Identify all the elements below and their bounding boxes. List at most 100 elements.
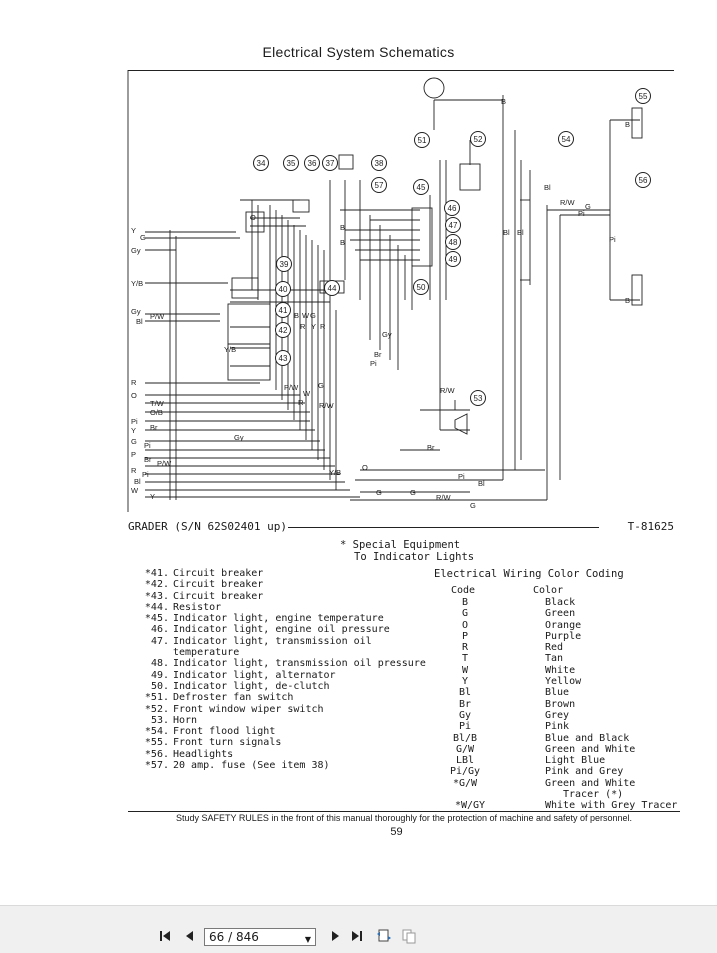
wire-label: Pi [609,235,616,244]
legend-item: *52.Front window wiper switch [144,703,324,715]
footer-rule [128,811,680,812]
wire-label: Y/B [329,468,341,477]
wire-label: Pi [142,470,149,479]
callout-40: 40 [279,285,288,294]
last-page-icon [352,931,362,941]
wire-label: B [501,97,506,106]
caption-rule [288,527,599,528]
wire-label: R [131,466,137,475]
color-column-header: Color [533,585,564,596]
two-page-button[interactable] [400,928,418,944]
callout-53: 53 [474,394,483,403]
special-note-line-2: To Indicator Lights [354,551,475,563]
wire-label: O/B [150,408,163,417]
wire-label: B [625,296,630,305]
page-indicator: 66 / 846 [209,930,259,944]
legend-item: *55.Front turn signals [144,737,282,749]
callout-38: 38 [375,159,384,168]
legend-item: *56.Headlights [144,748,234,760]
wire-label: Gy [234,433,244,442]
header-rule [128,70,674,71]
next-page-button[interactable] [330,928,342,944]
callout-48: 48 [449,238,458,247]
wire-label: G [310,311,316,320]
legend-item: *44.Resistor [144,601,222,613]
legend-item: *41.Circuit breaker [144,568,264,579]
wire-label: W [302,311,310,320]
callout-46: 46 [448,204,457,213]
wire-label: Br [150,423,158,432]
wire-label: P/W [150,312,165,321]
wire-label: G [585,202,591,211]
callout-39: 39 [280,260,289,269]
wire-label: Y [131,226,136,235]
caption-title: GRADER (S/N 62S02401 up) [128,520,287,533]
callout-35: 35 [287,159,296,168]
fit-page-button[interactable] [375,928,393,944]
callout-37: 37 [326,159,335,168]
wire-label: W [131,486,139,495]
page-title: Electrical System Schematics [262,44,455,60]
wiring-schematic: 34 35 36 37 38 39 40 41 42 43 44 45 46 4… [127,70,651,512]
wire-label: P/W [157,459,172,468]
callout-57: 57 [375,181,384,190]
wire-label: G [376,488,382,497]
wire-labels: Y G Gy Y/B Gy P/W Bl R O T/W O/B Pi Br Y… [131,97,630,510]
wire-label: Bl [134,477,141,486]
previous-page-button[interactable] [182,928,196,944]
callout-54: 54 [562,135,571,144]
wire-label: G [470,501,476,510]
document-page: Electrical System Schematics [127,44,717,838]
safety-notice: Study SAFETY RULES in the front of this … [175,813,633,823]
wire-label: B [294,311,299,320]
legend-item: 50.Indicator light, de-clutch [150,680,330,692]
legend-item: 53.Horn [150,714,198,726]
last-code: *W/GY [454,800,486,811]
wire-label: B [340,238,345,247]
last-page-button[interactable] [350,928,364,944]
legend-item: temperature [173,647,240,659]
wire-label: R/W [560,198,576,207]
wire-label: O [362,463,368,472]
wire-label: Br [144,455,152,464]
wire-label: Y [311,322,316,331]
callout-52: 52 [474,135,483,144]
caption-figure-id: T-81625 [627,520,674,533]
wire-label: G [131,437,137,446]
wire-label: Gy [131,246,141,255]
wire-label: Y [131,426,136,435]
component-legend: *41.Circuit breaker *42.Circuit breaker … [141,568,426,771]
callout-43: 43 [279,354,288,363]
wire-label: Gy [382,330,392,339]
page-layout-icon [377,929,391,942]
color-code-row-last: *W/GY White with Grey Tracer [440,800,717,812]
callout-36: 36 [308,159,317,168]
page-number-input[interactable]: 66 / 846 ▼ [204,928,316,946]
page-number: 59 [390,826,403,838]
legend-item: 48.Indicator light, transmission oil pre… [150,658,426,670]
legend-item: *54.Front flood light [144,726,276,738]
wire-label: Br [427,443,435,452]
callout-56: 56 [639,176,648,185]
wire-label: Pi [144,441,151,450]
legend-item: *43.Circuit breaker [144,590,264,602]
callout-34: 34 [257,159,266,168]
first-page-button[interactable] [158,928,172,944]
wire-label: Y/B [224,345,236,354]
legend-item: *51.Defroster fan switch [144,692,294,704]
wire-label: Bl [503,228,510,237]
callout-44: 44 [328,284,337,293]
wire-label: R [298,398,304,407]
